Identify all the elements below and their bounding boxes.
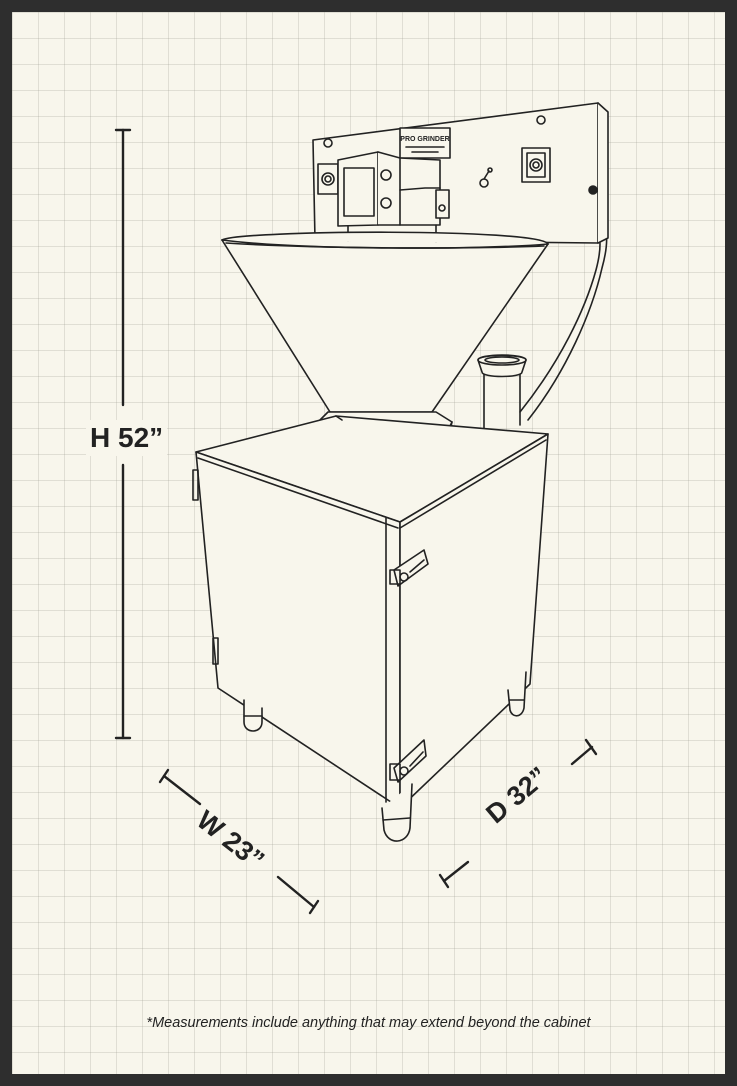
brand-plate-text: PRO GRINDER	[400, 136, 449, 143]
door-latch-upper	[389, 549, 429, 587]
left-power-switch	[317, 163, 339, 195]
cabinet-legs	[243, 671, 527, 842]
right-power-switch	[521, 147, 551, 183]
measurement-footnote: *Measurements include anything that may …	[146, 1015, 591, 1031]
inlet-pipe	[477, 354, 527, 429]
toggle-switch	[479, 167, 493, 188]
gearbox	[337, 151, 450, 245]
height-dimension-line	[114, 128, 132, 740]
brand-plate: PRO GRINDER	[399, 127, 451, 159]
width-dimension-line	[158, 768, 320, 915]
door-latch-lower	[389, 739, 427, 783]
depth-dimension-line	[438, 738, 598, 889]
cabinet	[192, 415, 549, 809]
height-label: H 52”	[86, 420, 168, 456]
